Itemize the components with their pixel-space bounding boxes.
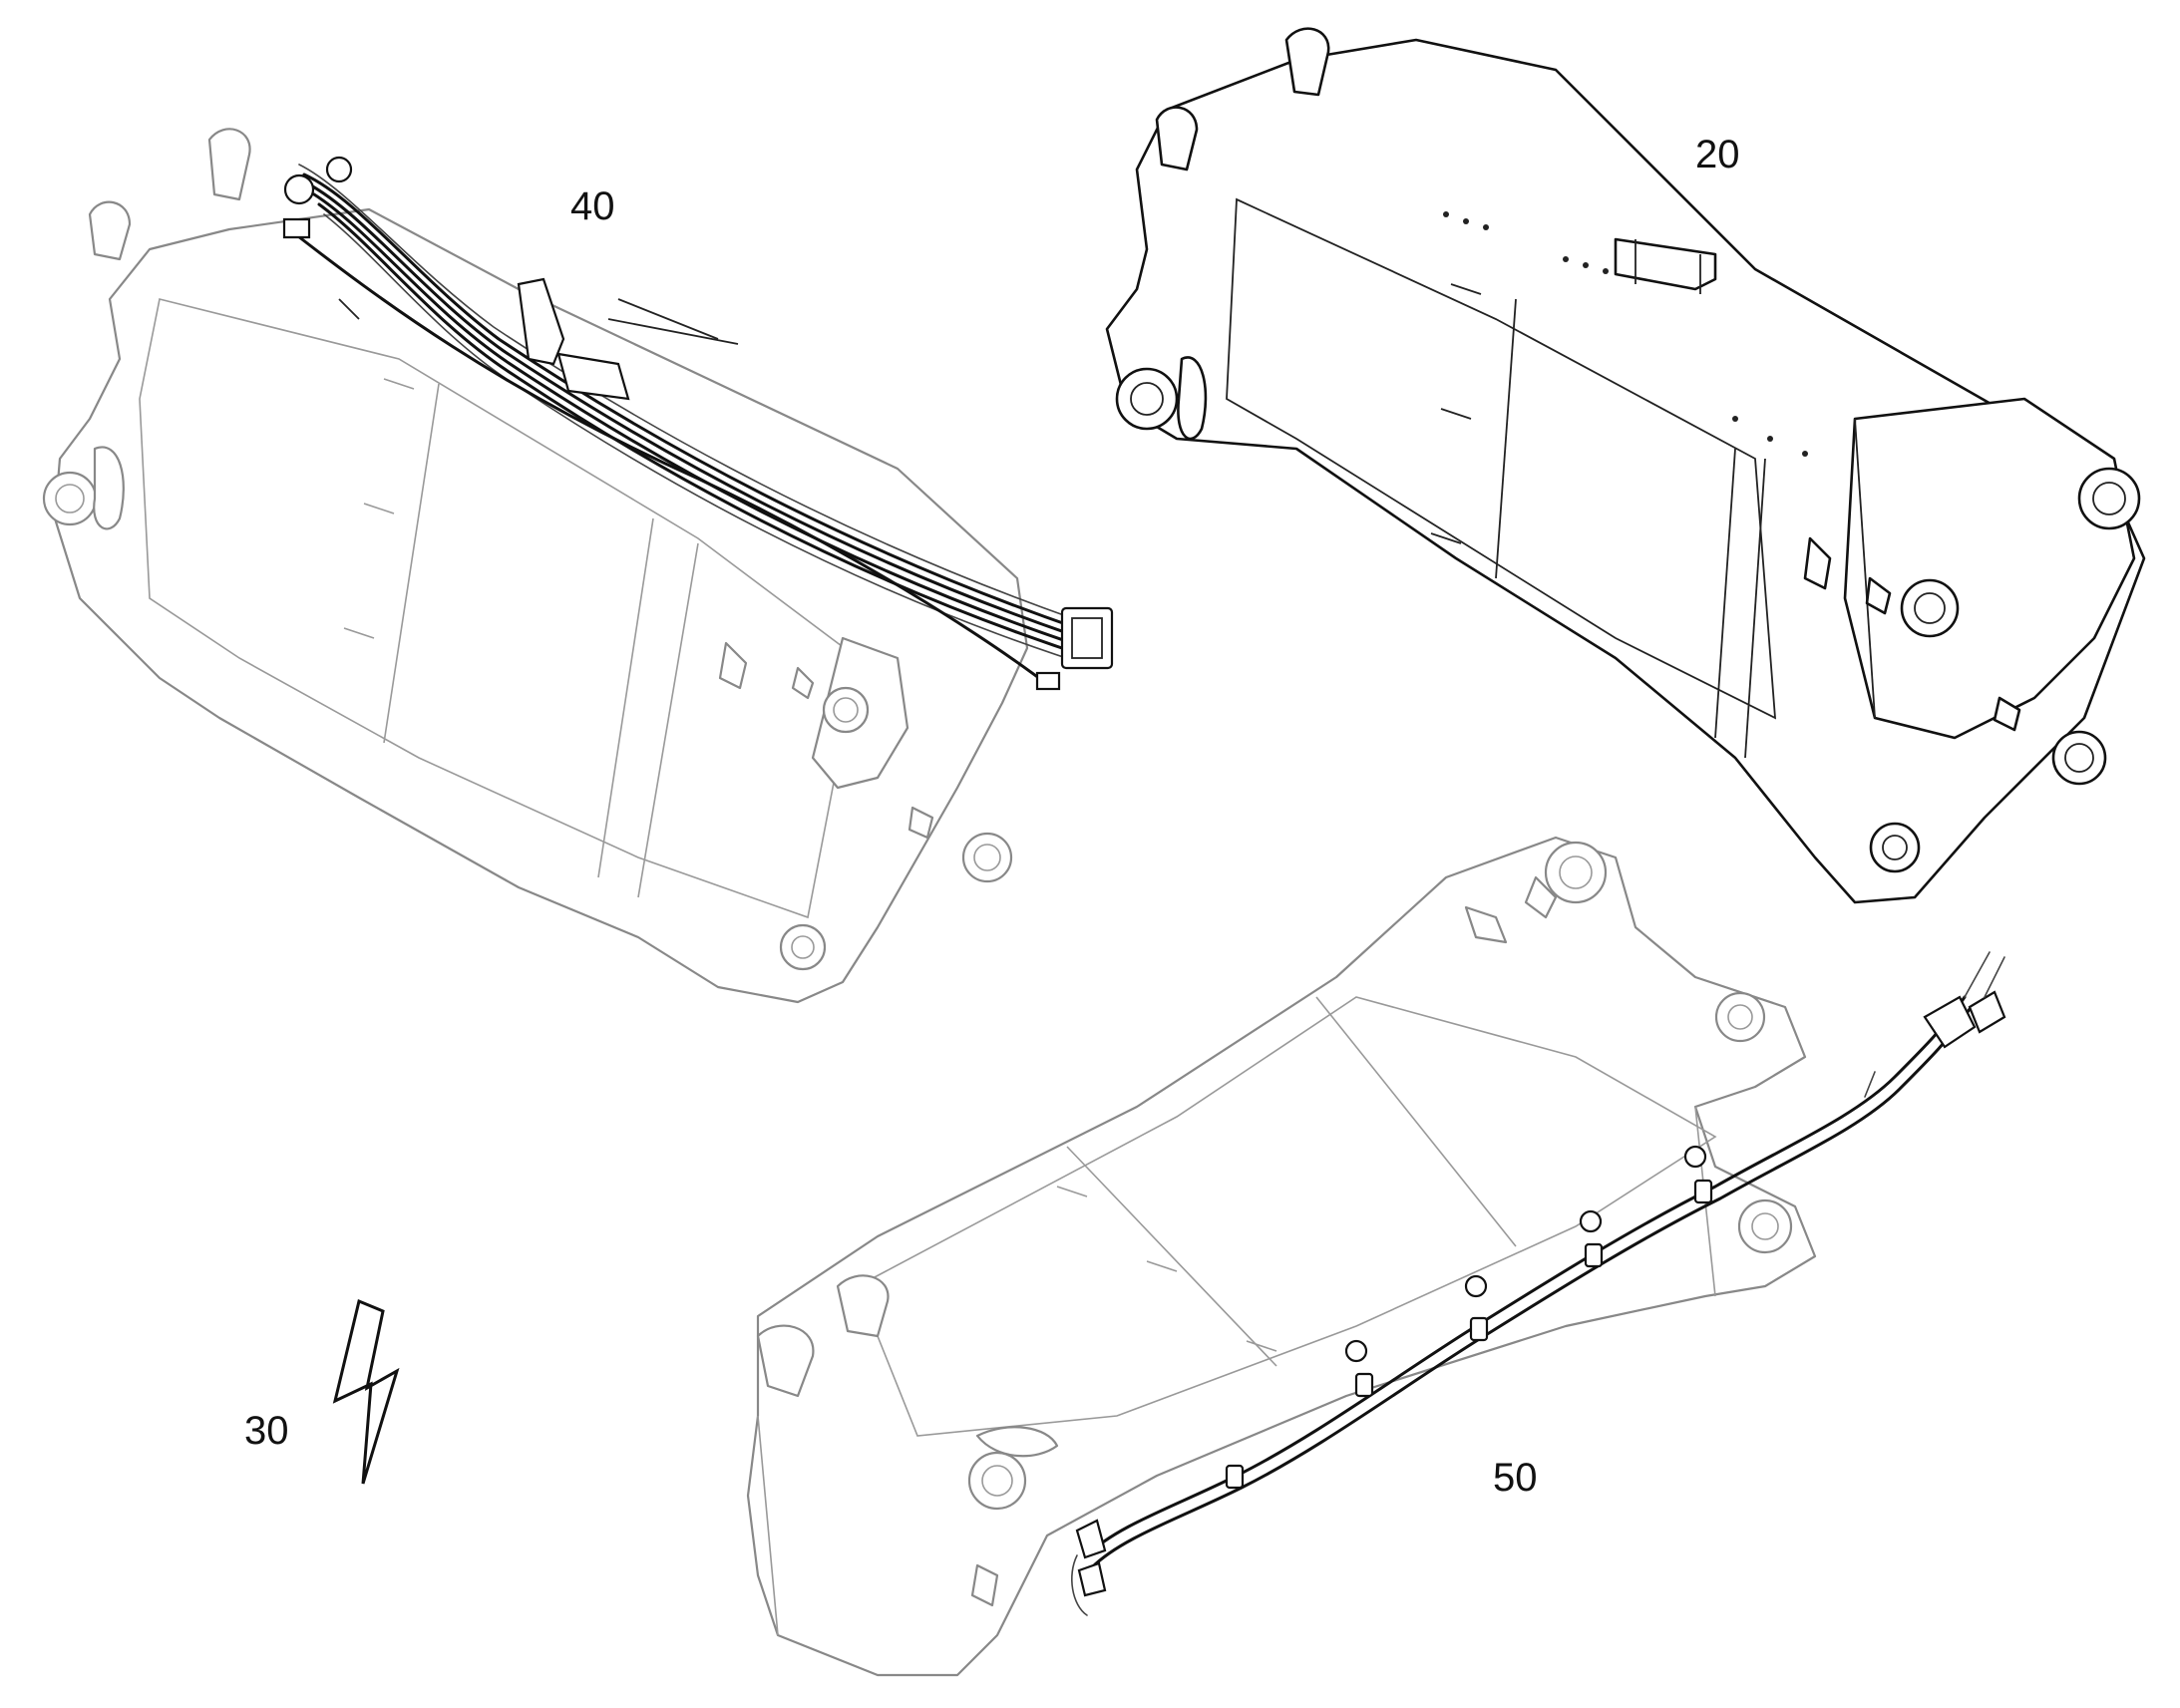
assembly-20-frame <box>1105 27 2146 904</box>
callout-20: 20 <box>1695 133 1740 176</box>
callout-40: 40 <box>570 184 615 228</box>
callout-30: 30 <box>244 1409 289 1453</box>
lightning-bolt-icon <box>332 1298 400 1485</box>
hose-bundle-40 <box>282 156 1114 691</box>
callout-50: 50 <box>1493 1456 1538 1500</box>
cable-harness-50 <box>1071 951 2006 1616</box>
assembly-50-frame <box>746 836 1817 1677</box>
assembly-40-frame <box>42 128 1029 1004</box>
